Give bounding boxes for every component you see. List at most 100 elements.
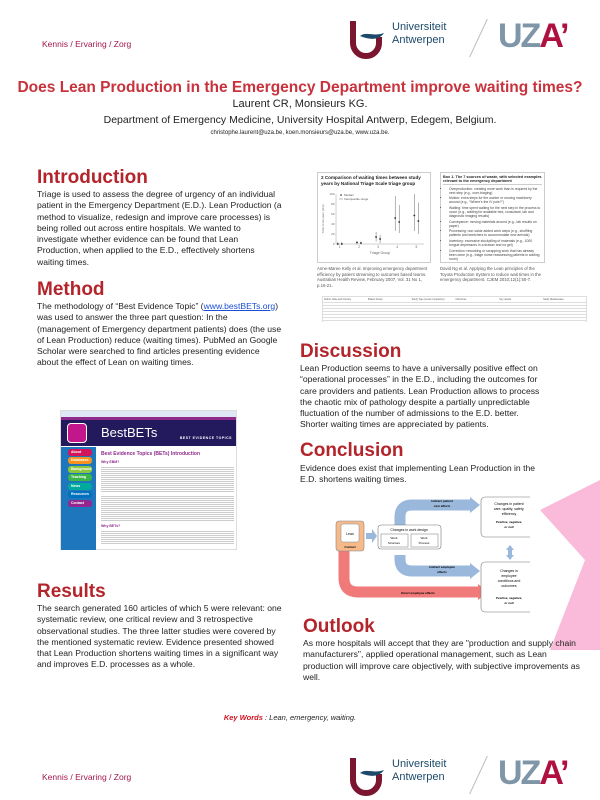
median-point [417,220,420,222]
work-design-label: Changes in work design [390,528,427,532]
university-antwerpen-logo-icon [350,758,384,796]
indirect-patient-label: Indirect patient [431,499,454,503]
waste-box: Box 1. The 7 sources of waste, with sele… [440,172,545,263]
table-header-cell: Patient Group [367,298,383,301]
y-tick-label: 60 [331,212,335,216]
waste-item: Waiting: time spent waiting for the next… [449,206,542,218]
y-tick-label: 40 [331,222,335,226]
bestbets-nav-item: Teaching [68,474,92,481]
bestbets-sub2: Why BETs? [101,524,121,528]
employee-label: outcomes [501,584,516,588]
affiliation: Department of Emergency Medicine, Univer… [103,114,497,126]
waste-item: Conveyance: moving materials around (e.g… [449,220,542,228]
discussion-heading: Discussion [300,341,402,362]
work-structure-label: Structure [388,541,401,545]
work-process-label: Work [421,536,428,540]
bestbets-link[interactable]: www.bestBETs.org [203,301,276,311]
authors: Laurent CR, Monsieurs KG. [232,98,368,110]
x-tick-label: 1 [339,245,341,249]
bestbets-nav-item: About [68,448,92,456]
median-point [379,238,381,240]
outcome-label: Positive, negative, [496,520,522,524]
decorative-pink-shape [540,480,600,650]
keywords-label: Key Words [223,713,263,722]
indirect-patient-label: care effects [434,504,451,508]
contact: christophe.laurent@uza.be, koen.monsieur… [210,130,390,136]
logo-divider [469,755,488,795]
figure-title: 2 Comparison of waiting times between st… [321,175,421,186]
bestbets-nav-item: Databases [68,457,92,464]
evidence-table: Author, Date and Country Patient Group Stu… [322,296,587,323]
patient-care-label: care: quality, safety, [494,507,525,511]
work-structure-label: Work [391,536,398,540]
reference-2: David Ng et al. Applying the Lean princi… [440,266,542,282]
outcome-label: Positive, negative, [496,596,522,600]
direct-effects-arrow [338,550,478,598]
median-point [360,242,362,244]
median-point [375,236,377,238]
table-header-cell: Author, Date and Country [324,298,351,301]
waste-item: Correction: reworking or scrapping work … [449,249,542,261]
outcome-label: or null [504,601,513,605]
waste-item: Motion: extra steps for the worker or mo… [449,196,542,204]
tagline: Kennis / Ervaring / Zorg [42,39,132,49]
method-text: ) was used to answer the three part ques… [37,301,282,368]
median-point [398,221,401,223]
waste-item: Overproduction: creating more work than … [449,187,542,195]
logo-divider [469,18,488,58]
employee-label: employee [501,574,516,578]
median-point [413,214,416,217]
uza-logo: UZA’ [498,754,569,792]
indirect-employee-label: effects [437,570,447,574]
logo-university-text: Universiteit [392,21,447,33]
conclusion-body: Evidence does exist that implementing Le… [300,463,536,485]
bestbets-sub1: Why EBM? [101,460,120,464]
y-tick-label: 20 [331,232,335,236]
lean-effects-diagram: Lean Context Changes in work design Work… [335,496,530,613]
y-tick-label: 0 [333,242,335,246]
legend-iqr: Interquartile range [344,197,369,201]
bestbets-nav-item: News [68,482,92,490]
y-axis-label: Time to be seen (min) [321,204,325,233]
browser-bar [61,411,236,417]
y-tick-label: 80 [331,202,335,206]
legend-median-marker [340,194,342,196]
introduction-heading: Introduction [37,167,148,188]
logo-antwerpen-text: Antwerpen [392,34,445,46]
logo-university-text: Universiteit [392,758,447,770]
table-header-cell: Study Type (Level of evidence) [411,298,445,301]
method-text: The methodology of “Best Evidence Topic”… [37,301,204,311]
patient-care-label: efficiency [502,512,517,516]
bestbets-content: Best Evidence Topics (BETs) Introduction… [101,451,234,544]
employee-label: Changes in [500,569,518,573]
logo: Universiteit Antwerpen UZA’ [350,15,590,63]
box-title: Box 1. The 7 sources of waste, with sele… [443,175,542,185]
x-tick-label: 5 [415,245,417,249]
indirect-patient-arrow [394,499,470,525]
median-point [356,241,358,244]
results-heading: Results [37,581,106,602]
table-header-cell: Outcomes [455,298,467,301]
indirect-employee-arrow [394,555,470,577]
method-heading: Method [37,279,105,300]
employee-label: conditions and [498,579,521,583]
legend-median: Median [344,193,354,197]
direct-employee-label: Direct employee effects [401,591,435,595]
method-body: The methodology of “Best Evidence Topic”… [37,301,282,369]
poster-title: Does Lean Production in the Emergency De… [17,79,583,96]
context-label: Context [344,545,356,549]
results-body: The search generated 160 articles of whi… [37,603,282,670]
median-point [340,243,343,245]
keywords-value: : Lean, emergency, waiting. [262,713,357,722]
waiting-times-figure: 2 Comparison of waiting times between st… [317,172,431,263]
y-tick-label: 100 [329,192,334,196]
bestbets-nav-item: Resources [68,491,92,498]
footer-logo: Universiteit Antwerpen UZA’ [350,752,590,800]
bestbets-banner-text: BEST EVIDENCE TOPICS [179,436,232,440]
waste-item: Inventory: excessive stockpiling of mate… [449,239,542,247]
x-tick-label: 4 [396,245,398,249]
logo-antwerpen-text: Antwerpen [392,771,445,783]
outcome-label: or null [504,525,513,529]
